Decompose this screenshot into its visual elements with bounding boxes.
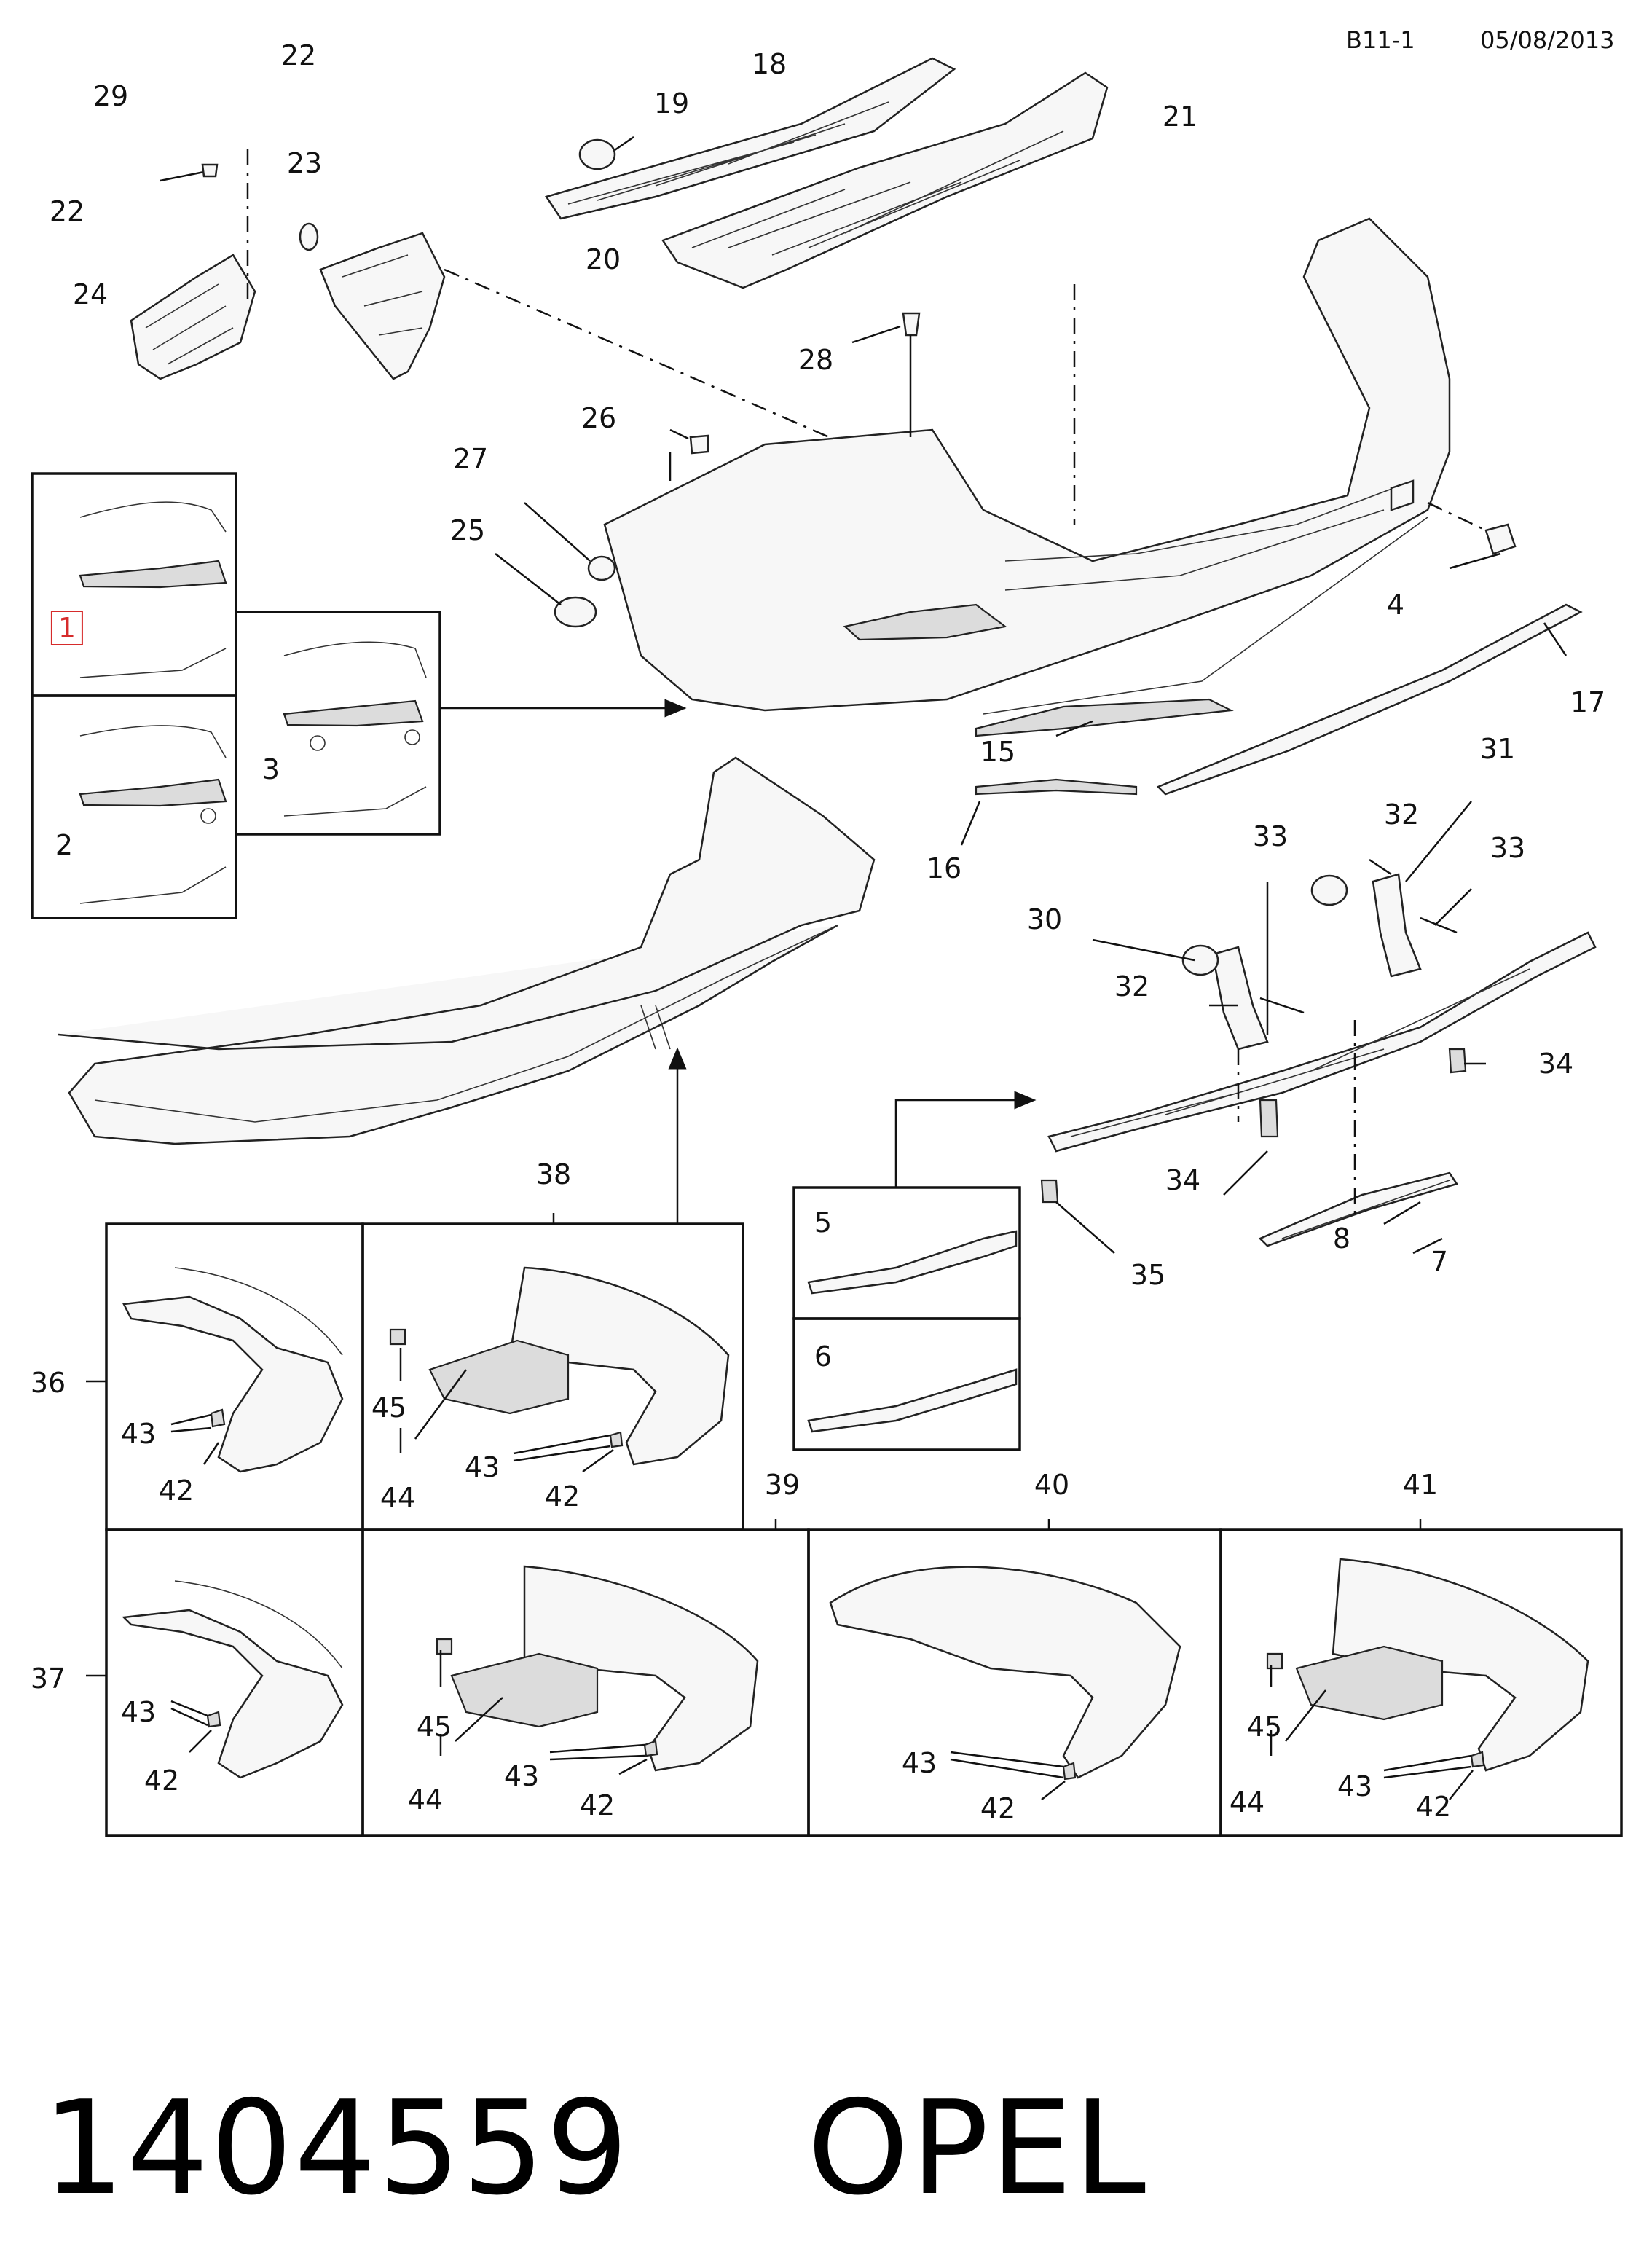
callout-32-top: 32 (1383, 798, 1420, 831)
callout-28: 28 (798, 344, 834, 376)
side-bracket-assembly (130, 149, 897, 468)
callout-34-left: 34 (1165, 1164, 1201, 1196)
callout-44-a: 44 (379, 1482, 416, 1514)
callout-3: 3 (261, 753, 280, 785)
callout-26: 26 (581, 402, 617, 434)
callout-8: 8 (1332, 1222, 1351, 1255)
callout-37: 37 (30, 1663, 66, 1695)
fasteners-group (495, 312, 921, 628)
callout-29: 29 (93, 80, 129, 112)
callout-1: 1 (50, 611, 84, 645)
callout-19: 19 (653, 87, 690, 119)
inset-variants (31, 472, 687, 919)
callout-6: 6 (814, 1341, 833, 1373)
callout-42-c: 42 (143, 1765, 180, 1797)
callout-35: 35 (1130, 1259, 1166, 1291)
callout-20: 20 (585, 243, 621, 275)
callout-25: 25 (449, 514, 486, 546)
callout-42-b: 42 (544, 1480, 581, 1512)
callout-34-right: 34 (1538, 1048, 1574, 1080)
callout-43-d: 43 (901, 1747, 937, 1779)
callout-44-c: 44 (1229, 1786, 1265, 1818)
callout-33-right: 33 (1490, 832, 1526, 864)
callout-27: 27 (452, 443, 489, 475)
callout-21: 21 (1162, 101, 1198, 133)
inset-trim-variants (792, 1186, 1021, 1451)
callout-39: 39 (764, 1469, 801, 1501)
callout-5: 5 (814, 1206, 833, 1239)
impact-absorber-assembly (545, 57, 1109, 289)
callout-44-b: 44 (407, 1783, 444, 1816)
lower-trim-assembly (894, 801, 1597, 1255)
callout-45-b: 45 (416, 1711, 452, 1743)
callout-43-f: 43 (1337, 1770, 1373, 1802)
callout-43-c: 43 (120, 1696, 157, 1728)
trim-mouldings (960, 603, 1583, 846)
callout-32-bottom: 32 (1114, 970, 1150, 1002)
callout-33-left: 33 (1252, 820, 1289, 852)
lower-bumper-panel (58, 756, 876, 1224)
callout-7: 7 (1430, 1246, 1449, 1278)
callout-42-e: 42 (980, 1792, 1016, 1824)
part-number: 1404559 (42, 2073, 630, 2224)
brand-name: OPEL (807, 2073, 1148, 2224)
sheet-date: 05/08/2013 (1480, 26, 1615, 54)
callout-42-f: 42 (1415, 1791, 1452, 1823)
callout-38: 38 (535, 1158, 572, 1190)
callout-43-a: 43 (120, 1418, 157, 1450)
callout-42-d: 42 (579, 1789, 615, 1821)
callout-36: 36 (30, 1367, 66, 1399)
callout-16: 16 (926, 852, 962, 884)
callout-22-left: 22 (49, 195, 85, 227)
variant-grid (86, 1213, 1623, 1837)
sheet-code: B11-1 (1346, 26, 1415, 54)
callout-17: 17 (1570, 686, 1606, 718)
callout-15: 15 (980, 736, 1016, 768)
callout-41: 41 (1402, 1469, 1439, 1501)
callout-30: 30 (1026, 903, 1063, 935)
callout-31: 31 (1479, 733, 1516, 765)
callout-42-a: 42 (158, 1475, 194, 1507)
callout-18: 18 (751, 48, 787, 80)
callout-24: 24 (72, 278, 109, 310)
callout-4: 4 (1386, 589, 1405, 621)
callout-22: 22 (280, 39, 317, 71)
callout-23: 23 (286, 147, 323, 179)
callout-43-e: 43 (503, 1760, 540, 1792)
callout-2: 2 (55, 829, 74, 861)
rear-bumper-fascia (603, 217, 1517, 715)
callout-40: 40 (1034, 1469, 1070, 1501)
callout-45-a: 45 (371, 1392, 407, 1424)
callout-45-c: 45 (1246, 1711, 1283, 1743)
callout-43-b: 43 (464, 1451, 500, 1483)
